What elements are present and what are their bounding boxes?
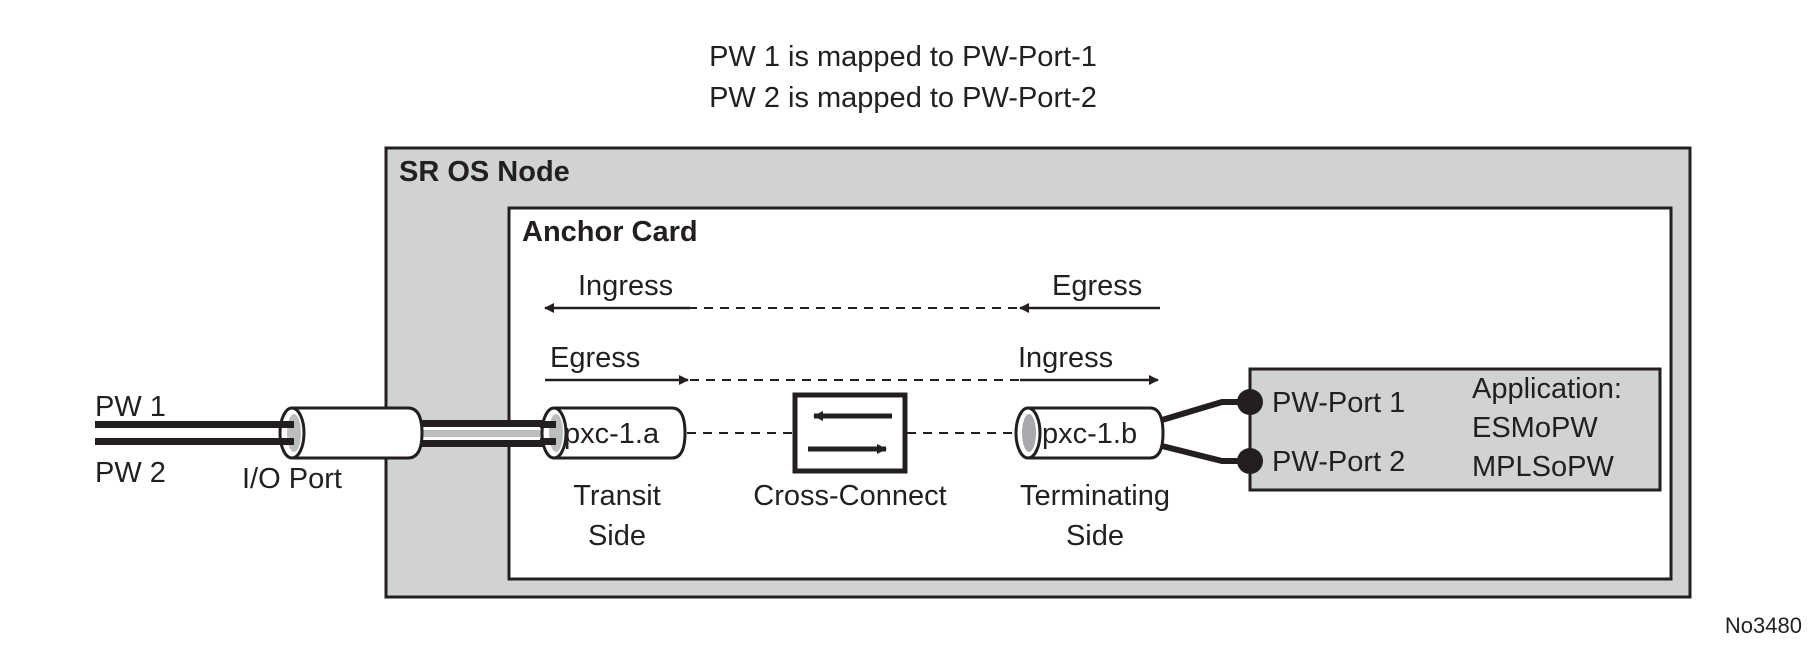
application-esmopw: ESMoPW [1472, 412, 1598, 444]
pxc-1a-cylinder [540, 406, 687, 460]
pw-port-2-dot-icon [1237, 448, 1263, 474]
flow-label-ingress-bottom: Ingress [1018, 342, 1113, 374]
figure-id: No3480 [1725, 613, 1802, 638]
pw-port-1-dot-icon [1237, 389, 1263, 415]
cross-connect-label: Cross-Connect [753, 480, 946, 512]
pw2-line [95, 438, 290, 445]
mapping-note-1: PW 1 is mapped to PW-Port-1 [709, 41, 1097, 73]
pw2-label: PW 2 [95, 457, 166, 489]
transit-side-caption-1: Transit [573, 480, 661, 512]
terminating-side-caption-1: Terminating [1020, 480, 1170, 512]
flow-label-egress-top: Egress [1052, 270, 1142, 302]
transit-side-caption-2: Side [588, 520, 646, 552]
anchor-card-title: Anchor Card [522, 216, 698, 248]
io-port-cylinder [278, 406, 424, 460]
flow-label-egress-bottom: Egress [550, 342, 640, 374]
pw-port-1-label: PW-Port 1 [1272, 387, 1405, 419]
application-title: Application: [1472, 373, 1622, 405]
application-mplsopw: MPLSoPW [1472, 451, 1614, 483]
pseudowire-lines [95, 421, 290, 445]
pxc-1a-label: pxc-1.a [564, 418, 660, 450]
cross-connect-box [792, 392, 908, 474]
terminating-side-caption-2: Side [1066, 520, 1124, 552]
pxc-1b-cylinder [1014, 406, 1165, 460]
port-tube [415, 420, 545, 447]
mapping-note-2: PW 2 is mapped to PW-Port-2 [709, 82, 1097, 114]
pw1-line [95, 421, 290, 428]
flow-label-ingress-top: Ingress [578, 270, 673, 302]
pw1-label: PW 1 [95, 391, 166, 423]
application-box [1248, 367, 1662, 492]
pw-port-2-label: PW-Port 2 [1272, 446, 1405, 478]
sr-os-node-title: SR OS Node [399, 156, 570, 188]
pxc-1b-label: pxc-1.b [1042, 418, 1137, 450]
io-port-label: I/O Port [242, 463, 342, 495]
